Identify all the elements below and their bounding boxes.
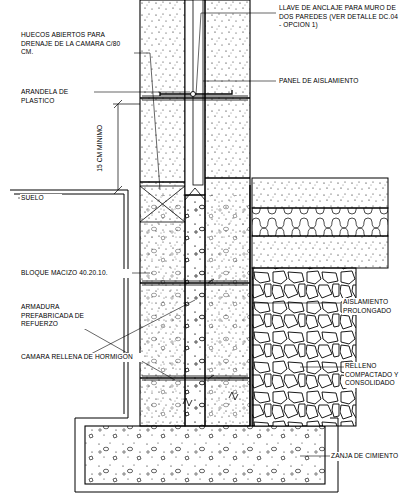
callout-label: RELLENO COMPACTADO Y CONSOLIDADO	[344, 362, 410, 388]
callout-label: BLOQUE MACIZO 40.20.10.	[20, 269, 132, 278]
callout-label: ZANJA DE CIMIENTO	[330, 452, 410, 461]
dimension-label: 15 CM MINIMO	[96, 124, 105, 173]
floor-insulation	[252, 208, 388, 236]
callout-label: ARANDELA DE PLASTICO	[20, 88, 94, 105]
floor-screed	[252, 178, 388, 208]
joint-reinforcement	[142, 96, 248, 380]
callout-label: ARMADURA PREFABRICADA DE REFUERZO	[20, 303, 112, 329]
extended-insulation	[250, 185, 253, 426]
callout-label: PANEL DE AISLAMIENTO	[278, 77, 380, 86]
callout-label: CAMARA RELLENA DE HORMIGON	[20, 353, 142, 362]
floor-slab	[252, 236, 388, 268]
cavity-tray	[185, 188, 205, 200]
callout-label: AISLAMIENTO PROLONGADO	[342, 298, 410, 315]
footing	[85, 426, 325, 484]
plastic-washer	[191, 92, 196, 97]
weep-hole	[140, 186, 185, 222]
gravel-fill	[252, 268, 356, 426]
callout-label: LLAVE DE ANCLAJE PARA MURO DE DOS PAREDE…	[278, 4, 400, 30]
callout-label: HUECOS ABIERTOS PARA DRENAJE DE LA CAMAR…	[20, 31, 134, 57]
dimension-line	[113, 100, 140, 194]
callout-label: SUELO	[20, 194, 62, 203]
